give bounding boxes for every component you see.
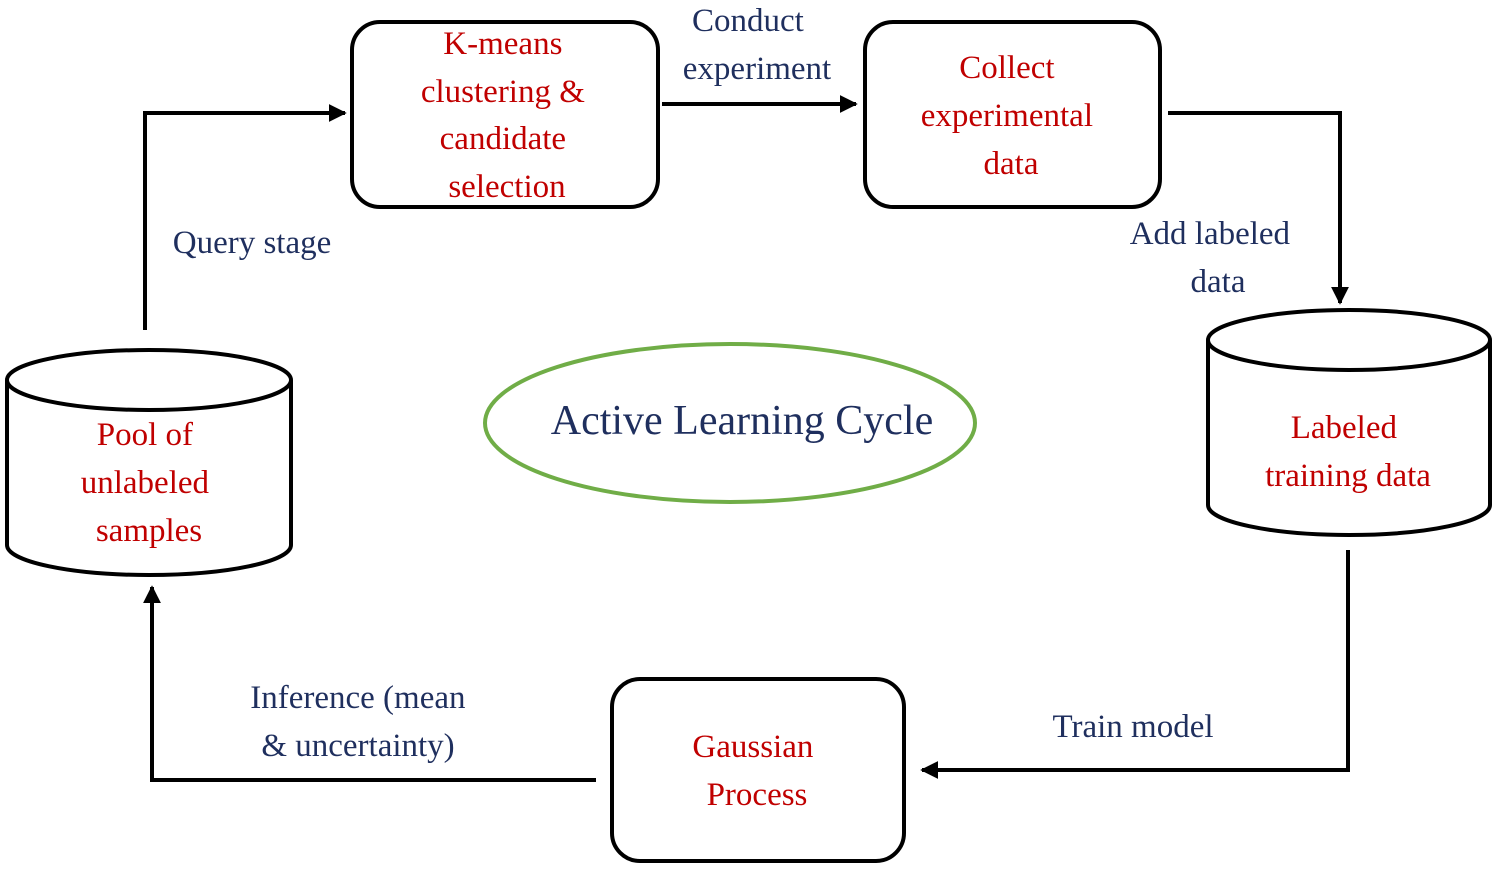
node-pool: Pool of unlabeled samples <box>5 348 293 577</box>
train-line-1: Train model <box>1052 709 1213 745</box>
edge-label-conduct: Conduct experiment <box>683 3 831 87</box>
pool-cylinder-top <box>5 348 293 412</box>
pool-cylinder-body <box>5 380 293 577</box>
labeled-cylinder-top <box>1206 308 1492 372</box>
node-gp: Gaussian Process <box>610 677 906 863</box>
center-label: Active Learning Cycle <box>551 398 934 444</box>
labeled-label: Labeled training data <box>1265 410 1431 494</box>
gp-line-1: Gaussian <box>692 729 813 765</box>
collect-line-3: data <box>984 146 1039 182</box>
add-line-2: data <box>1191 264 1246 300</box>
collect-label: Collect experimental data <box>921 50 1102 182</box>
pool-line-1: Pool of <box>97 417 193 453</box>
add-line-1: Add labeled <box>1130 216 1291 252</box>
arrow-inference <box>143 585 596 782</box>
center-cycle: Active Learning Cycle <box>483 342 977 504</box>
kmeans-line-4: selection <box>448 169 565 205</box>
node-labeled: Labeled training data <box>1206 308 1492 537</box>
labeled-cylinder-body <box>1206 340 1492 537</box>
pool-line-2: unlabeled <box>81 465 210 501</box>
conduct-line-2: experiment <box>683 51 831 87</box>
inference-line-1: Inference (mean <box>250 680 465 716</box>
gp-label: Gaussian Process <box>692 729 821 813</box>
collect-line-2: experimental <box>921 98 1093 134</box>
collect-box <box>863 20 1162 209</box>
arrow-add-labeled-data <box>1168 111 1349 305</box>
pool-label: Pool of unlabeled samples <box>81 417 218 549</box>
gp-line-2: Process <box>707 777 808 813</box>
edge-label-train: Train model <box>1052 709 1213 745</box>
connectors <box>143 95 1350 782</box>
arrow-train-model <box>920 550 1350 779</box>
kmeans-box <box>350 20 660 209</box>
gp-box <box>610 677 906 863</box>
edge-label-query: Query stage <box>173 225 332 261</box>
labeled-line-2: training data <box>1265 458 1431 494</box>
inference-line-2: & uncertainty) <box>261 728 454 764</box>
kmeans-line-2: clustering & <box>421 74 585 110</box>
collect-line-1: Collect <box>959 50 1054 86</box>
node-collect: Collect experimental data <box>863 20 1162 209</box>
conduct-line-1: Conduct <box>692 3 804 39</box>
edge-label-add: Add labeled data <box>1130 216 1299 300</box>
edge-label-inference: Inference (mean & uncertainty) <box>250 680 474 764</box>
node-kmeans: K-means clustering & candidate selection <box>350 20 660 209</box>
pool-line-3: samples <box>96 513 202 549</box>
kmeans-line-3: candidate <box>440 121 566 157</box>
center-ellipse <box>483 342 977 504</box>
labeled-line-1: Labeled <box>1291 410 1398 446</box>
query-line-1: Query stage <box>173 225 332 261</box>
kmeans-label: K-means clustering & candidate selection <box>421 26 593 205</box>
kmeans-line-1: K-means <box>443 26 562 62</box>
arrow-query-stage <box>143 104 347 330</box>
